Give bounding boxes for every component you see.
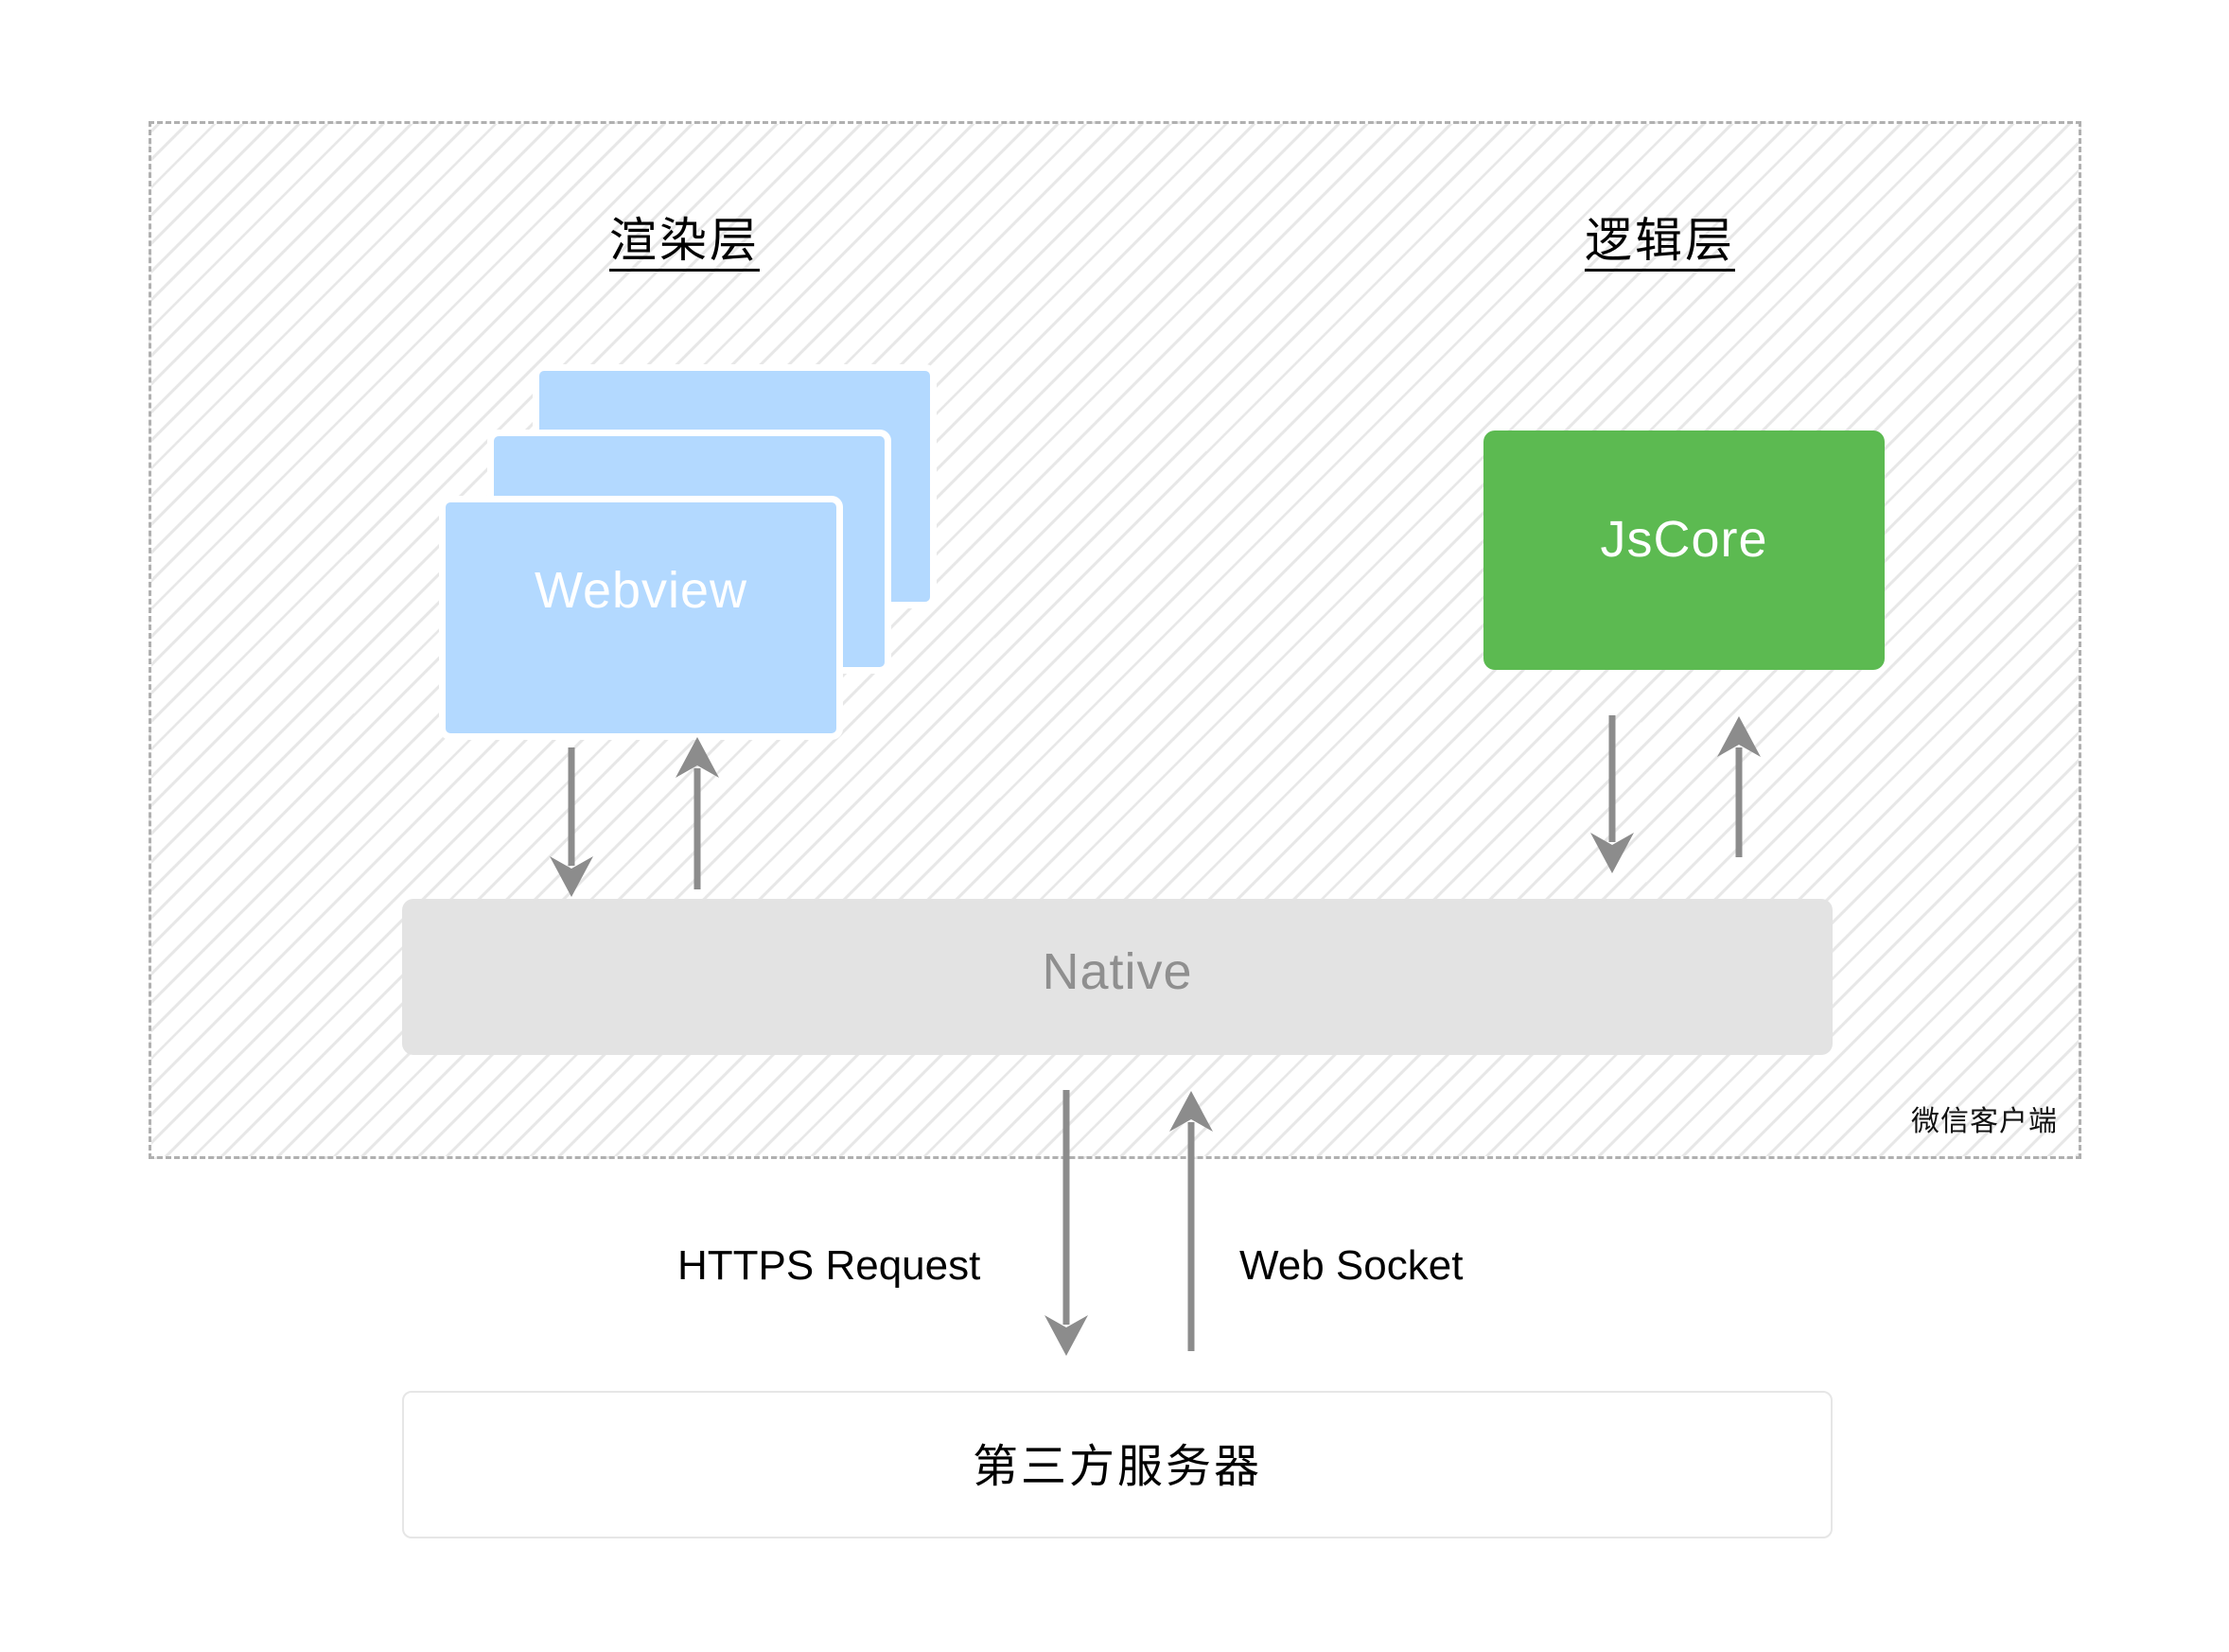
web-socket-label: Web Socket	[1239, 1242, 1464, 1289]
jscore-label: JsCore	[1600, 511, 1768, 568]
wechat-client-label: 微信客户端	[1911, 1106, 2058, 1137]
third-party-server-label: 第三方服务器	[972, 1442, 1262, 1492]
webview-label: Webview	[534, 562, 748, 619]
section-title-logic-layer: 逻辑层	[1585, 216, 1735, 272]
section-title-render-layer: 渲染层	[609, 216, 760, 272]
jscore-node[interactable]: JsCore	[1483, 431, 1885, 670]
native-node[interactable]: Native	[402, 899, 1833, 1055]
webview-card-front[interactable]: Webview	[439, 496, 843, 740]
https-request-label: HTTPS Request	[677, 1242, 981, 1289]
native-label: Native	[1042, 943, 1193, 1000]
third-party-server-node[interactable]: 第三方服务器	[402, 1391, 1833, 1538]
